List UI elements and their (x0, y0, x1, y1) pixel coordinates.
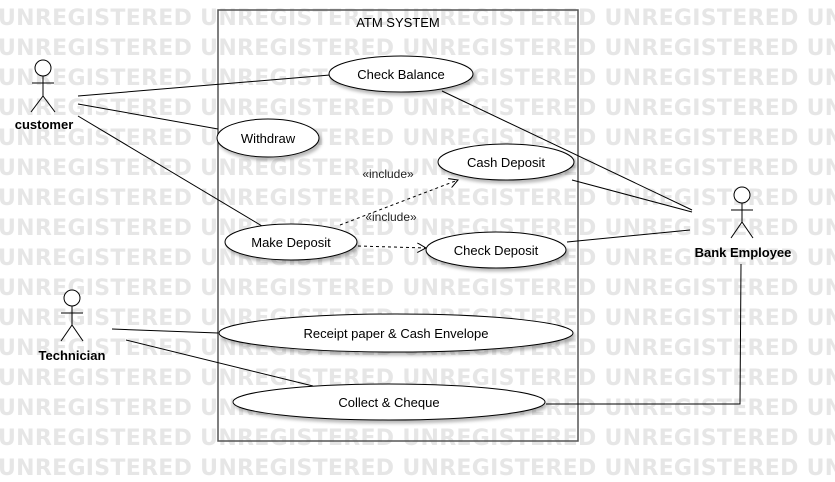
assoc-collect-cheque-employee[interactable] (546, 263, 742, 405)
assoc-technician-collect-cheque[interactable] (125, 339, 314, 387)
use-case-label: Withdraw (241, 131, 296, 146)
assoc-customer-check-balance[interactable] (77, 74, 331, 97)
use-case-label: Collect & Cheque (338, 395, 439, 410)
use-case-label: Cash Deposit (467, 155, 545, 170)
include-arrow-check-deposit[interactable] (357, 246, 426, 248)
use-case-make-deposit[interactable]: Make Deposit (224, 223, 358, 261)
actor-technician[interactable]: Technician (39, 289, 106, 363)
use-case-label: Check Balance (357, 67, 444, 82)
use-case-cash-deposit[interactable]: Cash Deposit (437, 143, 575, 181)
actor-label-technician: Technician (39, 348, 106, 363)
actor-label-customer: customer (15, 117, 74, 132)
assoc-customer-withdraw[interactable] (77, 103, 219, 130)
actor-label-bank-employee: Bank Employee (695, 245, 792, 260)
assoc-cash-deposit-employee[interactable] (571, 179, 693, 213)
actor-customer[interactable]: customer (15, 59, 74, 132)
use-case-receipt-paper[interactable]: Receipt paper & Cash Envelope (218, 313, 574, 353)
use-case-label: Receipt paper & Cash Envelope (303, 326, 488, 341)
assoc-check-deposit-employee[interactable] (566, 229, 691, 243)
system-title: ATM SYSTEM (356, 15, 440, 30)
use-case-check-balance[interactable]: Check Balance (328, 55, 474, 93)
use-case-collect-cheque[interactable]: Collect & Cheque (232, 383, 546, 421)
assoc-technician-receipt-paper[interactable] (111, 328, 219, 334)
include-dependencies: «include» «include» (339, 167, 458, 248)
use-case-withdraw[interactable]: Withdraw (216, 118, 320, 158)
assoc-check-balance-employee[interactable] (441, 90, 693, 211)
use-case-check-deposit[interactable]: Check Deposit (425, 231, 567, 269)
use-case-label: Make Deposit (251, 235, 331, 250)
system-boundary[interactable]: ATM SYSTEM (217, 9, 579, 442)
use-case-label: Check Deposit (454, 243, 539, 258)
actor-bank-employee[interactable]: Bank Employee (695, 186, 792, 260)
include-label-check-deposit: «include» (365, 210, 417, 224)
associations (77, 74, 742, 405)
include-label-cash-deposit: «include» (362, 167, 414, 181)
assoc-customer-make-deposit[interactable] (77, 115, 263, 227)
